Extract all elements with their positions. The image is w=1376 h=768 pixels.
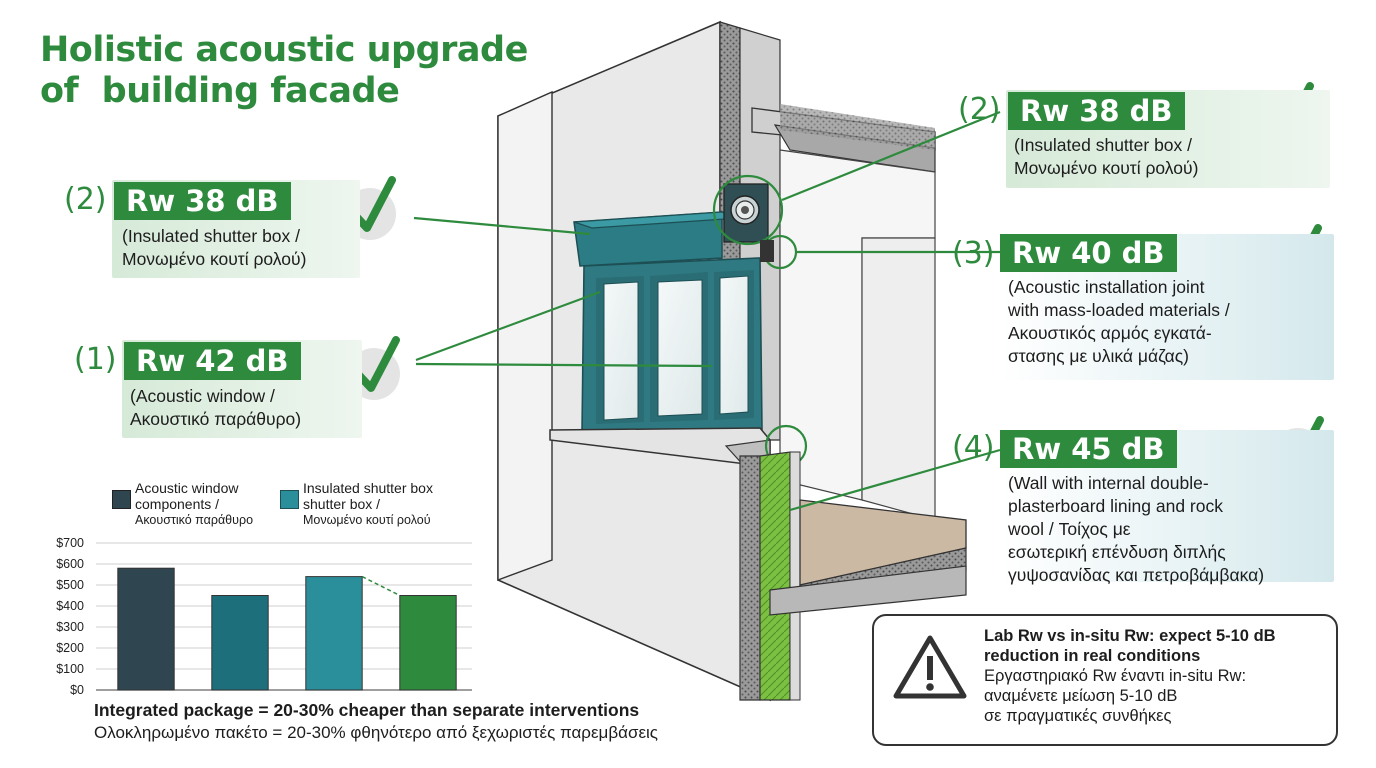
y-tick-label: $0	[70, 683, 84, 697]
warning-line: αναμένετε μείωση 5-10 dB	[984, 687, 1178, 705]
desc-line: (Acoustic installation joint	[1008, 277, 1205, 297]
cost-bar-chart: $0 $100 $200 $300 $400 $500 $600 $700	[56, 536, 472, 697]
warning-line: Εργαστηριακό Rw έναντι in-situ Rw:	[984, 667, 1247, 685]
desc-line: plasterboard lining and rock	[1008, 496, 1223, 516]
desc-line: with mass-loaded materials /	[1008, 300, 1230, 320]
desc-line: Μονωμένο κουτί ρολού)	[122, 249, 307, 269]
y-tick-label: $300	[56, 620, 84, 634]
footnote-english: Integrated package = 20-30% cheaper than…	[94, 700, 640, 720]
callout-number: (4)	[952, 430, 995, 465]
page-title: Holistic acoustic upgrade of building fa…	[40, 30, 528, 112]
footnote-greek: Ολοκληρωμένο πακέτο = 20-30% φθηνότερο α…	[94, 723, 658, 742]
bar-1	[117, 567, 175, 691]
legend-label: Insulated shutter box	[303, 480, 433, 496]
callout-number: (3)	[952, 236, 995, 271]
callout-description: (Insulated shutter box / Μονωμένο κουτί …	[1014, 134, 1198, 180]
rating-badge: Rw 42 dB	[124, 342, 301, 380]
callout-number: (1)	[74, 342, 117, 377]
desc-line: (Insulated shutter box /	[122, 226, 301, 246]
title-line-1: Holistic acoustic upgrade	[40, 30, 528, 70]
callout-description: (Acoustic installation joint with mass-l…	[1008, 276, 1230, 368]
legend-label: Μονωμένο κουτί ρολού	[303, 513, 431, 527]
desc-line: wool / Τοίχος με	[1008, 519, 1131, 539]
rock-wool-layer	[759, 451, 791, 701]
callout-number: (2)	[64, 182, 107, 217]
bar-2	[211, 595, 269, 691]
desc-line: (Insulated shutter box /	[1014, 135, 1193, 155]
desc-line: στασης με υλικά μάζας)	[1008, 346, 1190, 366]
warning-text: Lab Rw vs in-situ Rw: expect 5-10 dB red…	[984, 626, 1276, 726]
desc-line: Ακουστικός αρμός εγκατά-	[1008, 323, 1212, 343]
desc-line: Ακουστικό παράθυρο)	[130, 409, 302, 429]
callout-description: (Wall with internal double- plasterboard…	[1008, 472, 1264, 587]
desc-line: γυψοσανίδας και πετροβάμβακα)	[1008, 565, 1265, 585]
rating-badge: Rw 45 dB	[1000, 430, 1177, 468]
legend-item: Insulated shutter box shutter box / Μονω…	[303, 480, 483, 528]
legend-label: components /	[135, 496, 220, 512]
y-tick-label: $100	[56, 662, 84, 676]
rating-badge: Rw 40 dB	[1000, 234, 1177, 272]
warning-line: σε πραγματικές συνθήκες	[984, 707, 1172, 725]
callout-description: (Acoustic window / Ακουστικό παράθυρο)	[130, 385, 301, 431]
warning-line: Lab Rw vs in-situ Rw: expect 5-10 dB	[984, 627, 1276, 645]
rating-badge: Rw 38 dB	[114, 182, 291, 220]
bar-4	[399, 595, 457, 691]
legend-swatch	[280, 490, 299, 509]
y-tick-label: $500	[56, 578, 84, 592]
desc-line: (Acoustic window /	[130, 386, 275, 406]
desc-line: εσωτερική επένδυση διπλής	[1008, 542, 1226, 562]
desc-line: Μονωμένο κουτί ρολού)	[1014, 158, 1199, 178]
y-tick-label: $600	[56, 557, 84, 571]
title-line-2: of building facade	[40, 71, 400, 111]
callout-number: (2)	[958, 92, 1001, 127]
legend-swatch	[112, 490, 131, 509]
legend-item: Acoustic window components / Ακουστικό π…	[135, 480, 305, 528]
warning-triangle-icon	[893, 635, 967, 699]
callout-description: (Insulated shutter box / Μονωμένο κουτί …	[122, 225, 306, 271]
y-tick-label: $400	[56, 599, 84, 613]
savings-connector	[361, 575, 401, 597]
legend-label: shutter box /	[303, 496, 381, 512]
warning-box: Lab Rw vs in-situ Rw: expect 5-10 dB red…	[872, 614, 1338, 746]
legend-label: Ακουστικό παράθυρο	[135, 513, 254, 527]
legend-label: Acoustic window	[135, 480, 239, 496]
rating-badge: Rw 38 dB	[1008, 92, 1185, 130]
bar-3	[305, 576, 363, 691]
y-tick-label: $700	[56, 536, 84, 550]
desc-line: (Wall with internal double-	[1008, 473, 1209, 493]
warning-line: reduction in real conditions	[984, 647, 1201, 665]
y-tick-label: $200	[56, 641, 84, 655]
